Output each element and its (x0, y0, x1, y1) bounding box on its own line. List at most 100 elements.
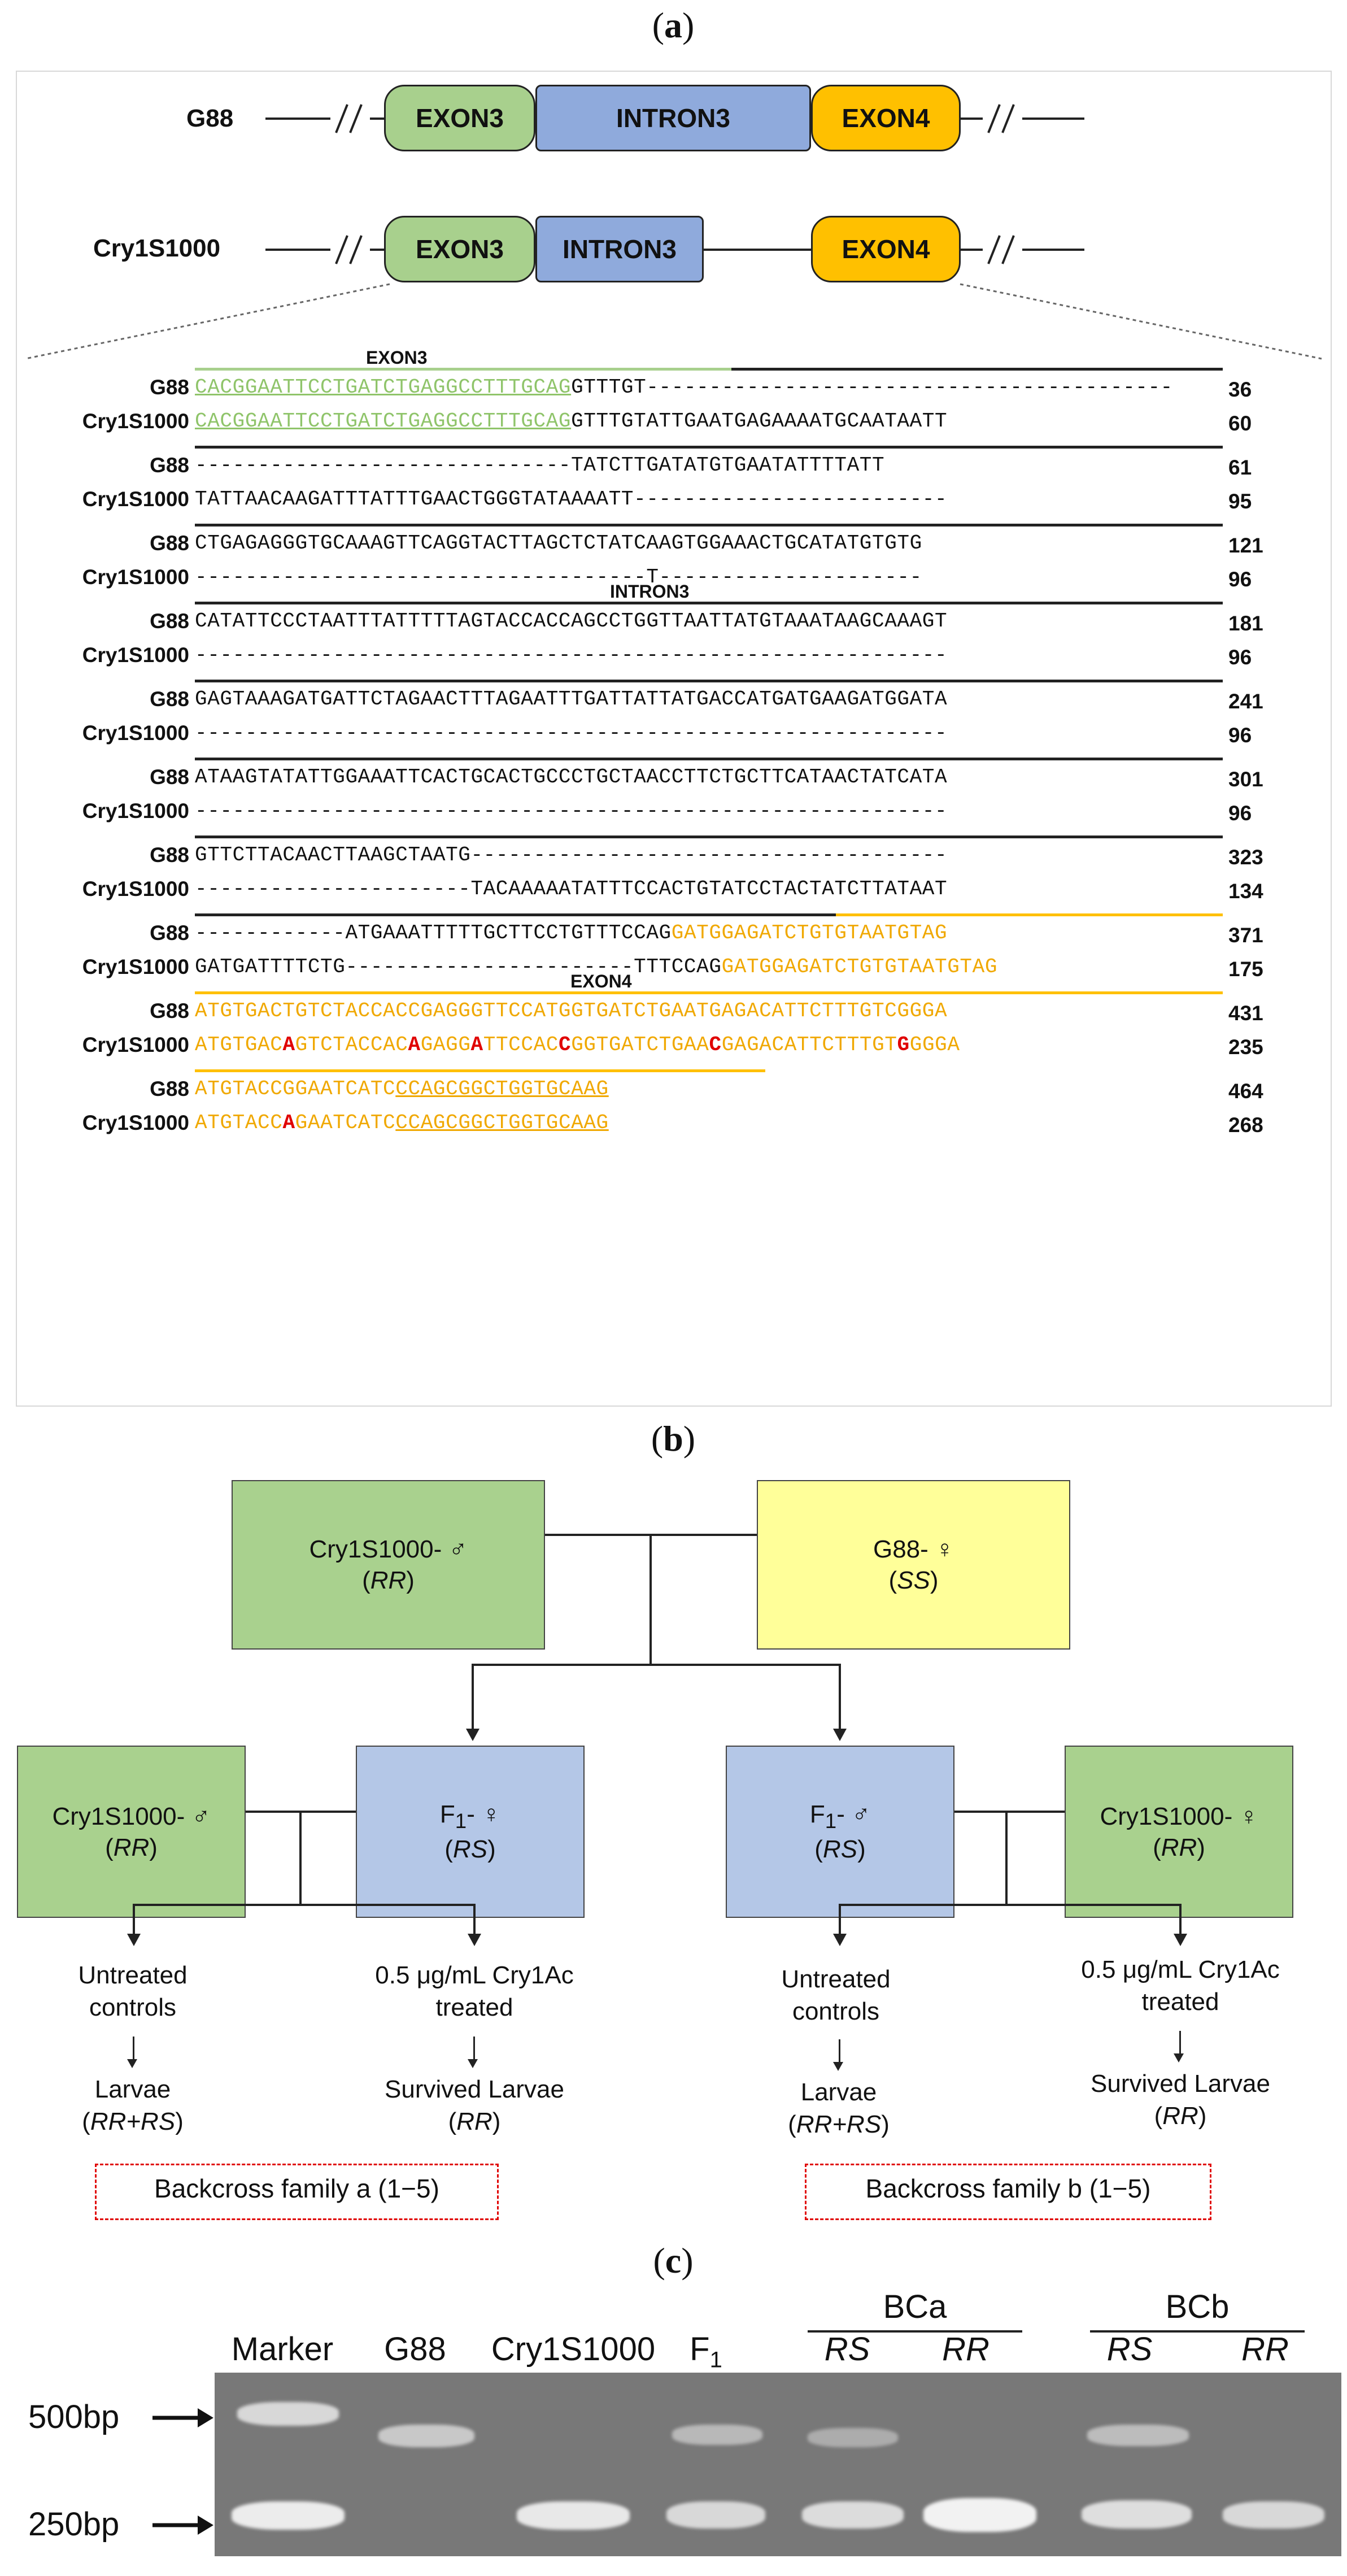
to-f1-male (839, 1664, 841, 1729)
cry-position: 96 (1228, 568, 1252, 591)
sequence-segment: CCAGCGGCTGGTGCAAG (395, 1077, 609, 1100)
bc-right-to-treated (1179, 1904, 1182, 1935)
band-bca-rs-upper (808, 2428, 898, 2447)
band-marker-250 (232, 2501, 345, 2530)
intron3-bar (195, 913, 836, 916)
lane-label-cry: Cry1S1000 (491, 2331, 656, 2368)
exon4-title: EXON4 (570, 971, 632, 991)
g88-row-label: G88 (150, 843, 189, 867)
g88-sequence: ATGTACCGGAATCATCCCAGCGGCTGGTGCAAG (195, 1077, 609, 1100)
g88-position: 61 (1228, 456, 1252, 479)
sequence-segment: ------------------------------TATCTTGATA… (195, 454, 885, 477)
left-larvae-label: Larvae(RR+RS) (82, 2075, 184, 2136)
sequence-segment: GTTTGT----------------------------------… (571, 376, 1173, 399)
lane-label-bcb-rs: RS (1106, 2331, 1153, 2368)
sequence-segment: C (709, 1033, 722, 1056)
parent-male-genotype: (RR) (362, 1567, 415, 1594)
cry-row-label: Cry1S1000 (82, 799, 189, 823)
alignment-bar (195, 836, 1223, 838)
right-treated-stem (1179, 2031, 1181, 2056)
sequence-segment: TTCCAC (483, 1033, 559, 1056)
panel-a-frame (16, 71, 1332, 1407)
sequence-segment: GATGGAGATCTGTGTAATGTAG (671, 921, 948, 945)
cry-exon3-box: EXON3 (384, 216, 535, 282)
cry-position: 235 (1228, 1035, 1263, 1059)
g88-position: 431 (1228, 1002, 1263, 1025)
parents-split (472, 1664, 839, 1666)
sequence-segment: ATGTGACTGTCTACCACCGAGGGTTCCATGGTGATCTGAA… (195, 999, 948, 1022)
alignment-bar (195, 524, 1223, 526)
cry-position: 175 (1228, 958, 1263, 981)
band-bcb-rr (1223, 2501, 1324, 2529)
backcross-family-a: Backcross family a (1−5) (95, 2164, 499, 2220)
sequence-segment: GTCTACCAC (295, 1033, 408, 1056)
parents-stem (649, 1534, 652, 1664)
panel-label-c: (c) (653, 2240, 694, 2281)
bc-right-female-genotype: (RR) (1153, 1833, 1205, 1861)
f1-male-name: F1- ♂ (809, 1800, 871, 1833)
sequence-segment: GATGGAGATCTGTGTAATGTAG (721, 955, 998, 978)
alignment-bar (195, 758, 1223, 760)
sequence-segment: ----------------------------------------… (195, 721, 948, 745)
g88-position: 301 (1228, 768, 1263, 791)
sequence-segment: GAATCATC (295, 1111, 396, 1134)
band-marker-500 (237, 2402, 339, 2426)
g88-row-label: G88 (150, 532, 189, 555)
cry-sequence: ATGTACCAGAATCATCCCAGCGGCTGGTGCAAG (195, 1111, 609, 1134)
g88-position: 36 (1228, 378, 1252, 401)
parent-female-box: G88- ♀ (SS) (757, 1480, 1070, 1650)
arrow-left-untreated-icon (127, 1934, 141, 1946)
cry-sequence: ----------------------TACAAAAATATTTCCACT… (195, 877, 947, 900)
exon3-title: EXON3 (366, 347, 428, 368)
cry-sequence: ----------------------------------------… (195, 721, 947, 745)
band-bca-rs-lower (802, 2501, 904, 2529)
sequence-segment: TATTAACAAGATTTATTTGAACTGGGTATAAAATT-----… (195, 488, 948, 511)
alignment-bar (195, 991, 1223, 994)
bc-left-split (133, 1904, 474, 1906)
band-f1-lower (666, 2501, 765, 2529)
arrow-right-untreated-icon (833, 1934, 847, 1946)
left-survived-label: Survived Larvae(RR) (385, 2075, 564, 2136)
lane-label-bca-rr: RR (942, 2331, 989, 2368)
sequence-segment: A (408, 1033, 421, 1056)
g88-position: 181 (1228, 612, 1263, 635)
g88-row-label: G88 (150, 765, 189, 789)
arrow-right-treated-icon (1174, 1934, 1187, 1946)
g88-position: 323 (1228, 846, 1263, 869)
exon4-bar (836, 913, 1223, 916)
intron3-title: INTRON3 (610, 581, 690, 602)
lane-label-g88: G88 (384, 2331, 446, 2368)
sequence-segment: GAGG (420, 1033, 471, 1056)
cry-position: 96 (1228, 724, 1252, 747)
g88-break-left-icon (330, 104, 370, 133)
sequence-segment: CACGGAATTCCTGATCTGAGGCCTTTGCAG (195, 376, 572, 399)
cry-row-label: Cry1S1000 (82, 1033, 189, 1056)
cry-sequence: CACGGAATTCCTGATCTGAGGCCTTTGCAGGTTTGTATTG… (195, 410, 947, 433)
sequence-segment: GTTTGTATTGAATGAGAAAATGCAATAATT (571, 410, 948, 433)
f1-female-name: F1- ♀ (439, 1800, 501, 1833)
bc-right-female-name: Cry1S1000- ♀ (1100, 1802, 1258, 1830)
g88-exon3-box: EXON3 (384, 85, 535, 151)
arrow-f1-female-icon (466, 1729, 479, 1741)
cry-row-label: Cry1S1000 (82, 643, 189, 667)
sequence-segment: GGGA (909, 1033, 960, 1056)
arrow-left-treated-icon (468, 1934, 481, 1946)
g88-sequence: CACGGAATTCCTGATCTGAGGCCTTTGCAGGTTTGT----… (195, 376, 1173, 399)
band-cry (517, 2501, 630, 2530)
f1-male-genotype: (RS) (814, 1835, 866, 1864)
g88-sequence: ------------ATGAAATTTTTGCTTCCTGTTTCCAGGA… (195, 921, 947, 945)
cry-position: 268 (1228, 1113, 1263, 1137)
exon3-bar (195, 368, 731, 371)
sequence-segment: ----------------------------------------… (195, 799, 948, 823)
bc-right-stem (1005, 1811, 1008, 1904)
cry-row-label: Cry1S1000 (82, 488, 189, 511)
cry-row-label: Cry1S1000 (82, 565, 189, 589)
g88-row-label: G88 (150, 454, 189, 477)
left-treated-stem (473, 2037, 475, 2062)
f1-female-box: F1- ♀ (RS) (356, 1746, 585, 1918)
right-survived-label: Survived Larvae(RR) (1091, 2070, 1270, 2130)
sequence-segment: ATAAGTATATTGGAAATTCACTGCACTGCCCTGCTAACCT… (195, 765, 948, 789)
cry-sequence: TATTAACAAGATTTATTTGAACTGGGTATAAAATT-----… (195, 488, 947, 511)
